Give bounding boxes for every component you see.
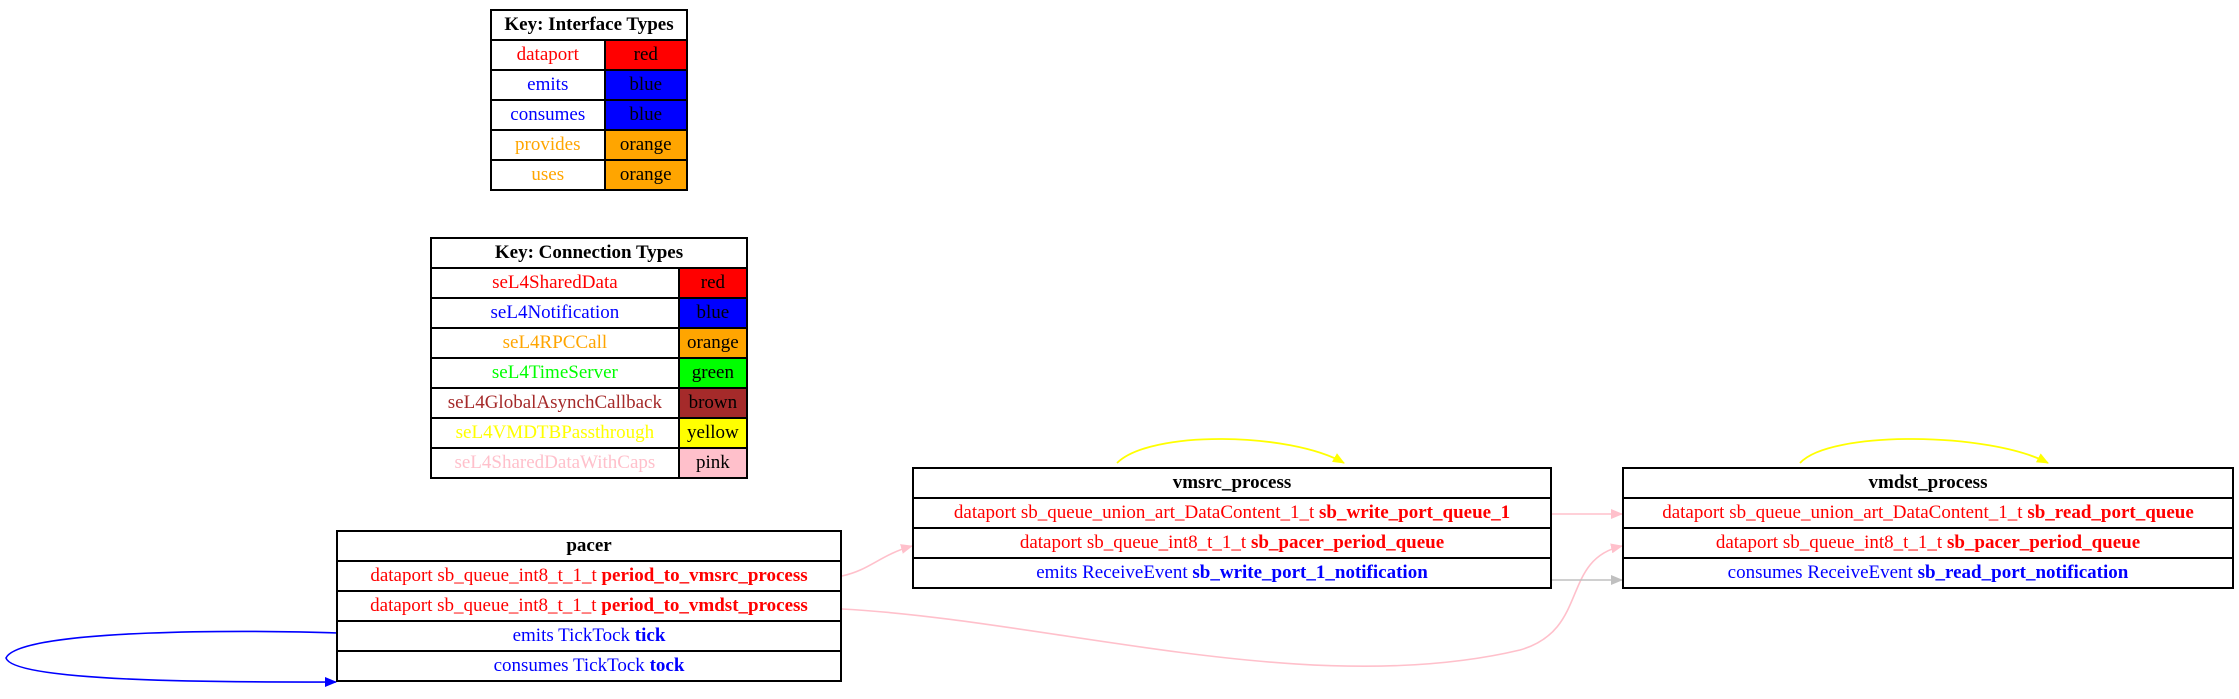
node-pacer[interactable]: pacer dataport sb_queue_int8_t_1_t perio…: [336, 530, 842, 682]
vmdst-port-notification[interactable]: consumes ReceiveEvent sb_read_port_notif…: [1622, 557, 2234, 589]
key-interface-label-consumes: consumes: [490, 99, 606, 131]
port-name: sb_pacer_period_queue: [1250, 532, 1445, 553]
port-prefix: consumes TickTock: [493, 655, 645, 676]
key-connection-swatch-vmdtb: yellow: [677, 417, 749, 449]
port-prefix: dataport sb_queue_int8_t_1_t: [1715, 532, 1943, 553]
key-interface-label-emits: emits: [490, 69, 606, 101]
vmdst-port-pacer-period[interactable]: dataport sb_queue_int8_t_1_t sb_pacer_pe…: [1622, 527, 2234, 559]
key-connection-swatch-globalasynch: brown: [677, 387, 749, 419]
port-prefix: dataport sb_queue_int8_t_1_t: [370, 565, 597, 586]
vmsrc-port-notification[interactable]: emits ReceiveEvent sb_write_port_1_notif…: [912, 557, 1552, 589]
port-prefix: dataport sb_queue_int8_t_1_t: [1019, 532, 1247, 553]
port-name: sb_read_port_notification: [1917, 562, 2129, 583]
edge-tick-tock-loop: [5, 630, 339, 688]
key-interface-label-provides: provides: [490, 129, 606, 161]
port-name: sb_pacer_period_queue: [1946, 532, 2141, 553]
key-interface-swatch-emits: blue: [603, 69, 689, 101]
key-interface-swatch-uses: orange: [603, 159, 689, 191]
port-name: tick: [634, 625, 666, 646]
edge-vmsrc-self-loop: [1116, 438, 1345, 464]
pacer-title: pacer: [336, 530, 842, 562]
key-interface-title: Key: Interface Types: [490, 9, 688, 41]
pacer-port-tick[interactable]: emits TickTock tick: [336, 620, 842, 652]
key-connection-swatch-shareddata: red: [677, 267, 749, 299]
key-connection-label-globalasynch: seL4GlobalAsynchCallback: [430, 387, 680, 419]
key-connection-types: Key: Connection Types seL4SharedData red…: [430, 237, 749, 479]
vmsrc-title: vmsrc_process: [912, 467, 1552, 499]
pacer-port-period-to-vmsrc[interactable]: dataport sb_queue_int8_t_1_t period_to_v…: [336, 560, 842, 592]
vmdst-title: vmdst_process: [1622, 467, 2234, 499]
pacer-port-tock[interactable]: consumes TickTock tock: [336, 650, 842, 682]
port-prefix: dataport sb_queue_union_art_DataContent_…: [1662, 502, 2023, 523]
port-name: tock: [649, 655, 685, 676]
port-prefix: emits ReceiveEvent: [1036, 562, 1188, 583]
edge-vmdst-self-loop: [1799, 438, 2049, 464]
port-prefix: dataport sb_queue_int8_t_1_t: [370, 595, 597, 616]
port-name: sb_write_port_queue_1: [1319, 502, 1511, 523]
port-prefix: dataport sb_queue_union_art_DataContent_…: [953, 502, 1315, 523]
node-vmsrc-process[interactable]: vmsrc_process dataport sb_queue_union_ar…: [912, 467, 1552, 589]
key-connection-swatch-shareddatacaps: pink: [677, 447, 749, 479]
port-name: sb_read_port_queue: [2027, 502, 2194, 523]
key-connection-label-vmdtb: seL4VMDTBPassthrough: [430, 417, 680, 449]
port-prefix: consumes ReceiveEvent: [1727, 562, 1913, 583]
key-connection-swatch-timeserver: green: [677, 357, 749, 389]
key-connection-label-shareddatacaps: seL4SharedDataWithCaps: [430, 447, 680, 479]
key-connection-swatch-notification: blue: [677, 297, 749, 329]
key-connection-swatch-rpccall: orange: [677, 327, 749, 359]
port-name: sb_write_port_1_notification: [1192, 562, 1428, 583]
key-connection-label-timeserver: seL4TimeServer: [430, 357, 680, 389]
key-interface-types: Key: Interface Types dataport red emits …: [490, 9, 689, 191]
key-interface-label-uses: uses: [490, 159, 606, 191]
key-connection-label-rpccall: seL4RPCCall: [430, 327, 680, 359]
key-connection-label-notification: seL4Notification: [430, 297, 680, 329]
node-vmdst-process[interactable]: vmdst_process dataport sb_queue_union_ar…: [1622, 467, 2234, 589]
vmsrc-port-write-queue[interactable]: dataport sb_queue_union_art_DataContent_…: [912, 497, 1552, 529]
port-prefix: emits TickTock: [512, 625, 631, 646]
key-interface-swatch-dataport: red: [603, 39, 689, 71]
key-connection-title: Key: Connection Types: [430, 237, 748, 269]
key-interface-swatch-provides: orange: [603, 129, 689, 161]
vmsrc-port-pacer-period[interactable]: dataport sb_queue_int8_t_1_t sb_pacer_pe…: [912, 527, 1552, 559]
key-connection-label-shareddata: seL4SharedData: [430, 267, 680, 299]
key-interface-label-dataport: dataport: [490, 39, 606, 71]
edge-pacer-to-vmsrc: [841, 544, 913, 577]
pacer-port-period-to-vmdst[interactable]: dataport sb_queue_int8_t_1_t period_to_v…: [336, 590, 842, 622]
key-interface-swatch-consumes: blue: [603, 99, 689, 131]
port-name: period_to_vmdst_process: [601, 595, 808, 616]
port-name: period_to_vmsrc_process: [601, 565, 808, 586]
vmdst-port-read-queue[interactable]: dataport sb_queue_union_art_DataContent_…: [1622, 497, 2234, 529]
